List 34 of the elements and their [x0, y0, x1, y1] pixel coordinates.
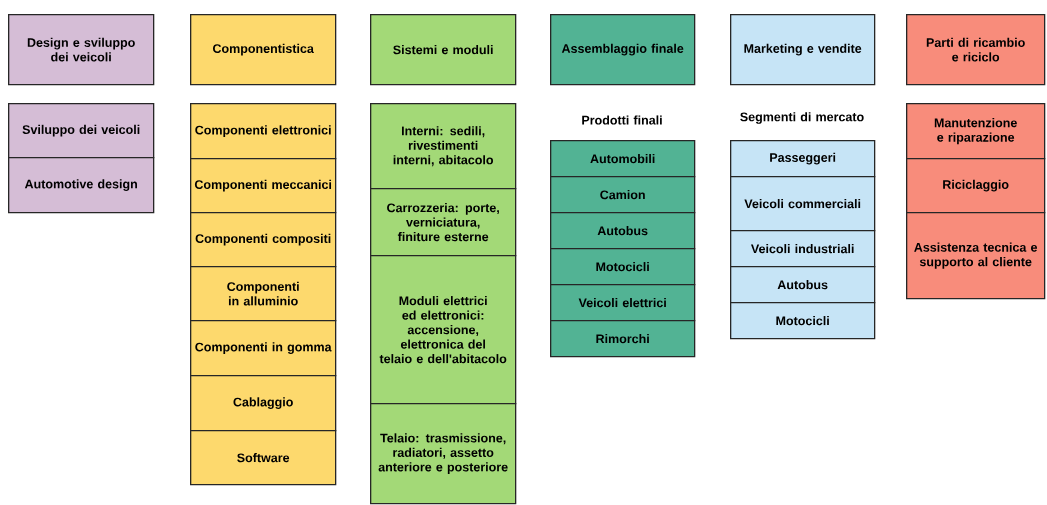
item-cell: Componenti meccanici: [190, 158, 337, 214]
item-cell: Componenti in gomma: [190, 320, 337, 377]
item-cell: Autobus: [730, 266, 876, 304]
item-cell: Motocicli: [550, 248, 696, 286]
item-cell: Carrozzeria: porte, verniciatura, finiture esterne: [370, 188, 517, 257]
item-cell: Passeggeri: [730, 140, 876, 178]
category-box: Sistemi e moduli: [370, 14, 517, 86]
category-box: Componentistica: [190, 14, 337, 86]
item-cell: Automotive design: [8, 157, 155, 214]
category-box: Assemblaggio finale: [550, 14, 696, 86]
item-cell: Telaio: trasmissione, radiatori, assetto anteriore e posteriore: [370, 403, 517, 505]
item-cell: Rimorchi: [550, 320, 696, 358]
item-cell: Software: [190, 430, 337, 486]
item-cell: Cablaggio: [190, 375, 337, 432]
item-cell: Veicoli elettrici: [550, 284, 696, 322]
category-box: Parti di ricambio e riciclo: [906, 14, 1046, 86]
item-cell: Componenti elettronici: [190, 103, 337, 160]
column-label: Prodotti finali: [582, 115, 662, 125]
column-label: Segmenti di mercato: [740, 112, 864, 124]
item-cell: Veicoli commerciali: [730, 176, 876, 232]
category-box: Design e sviluppo dei veicoli: [8, 14, 155, 86]
category-box: Marketing e vendite: [730, 14, 876, 86]
item-cell: Automobili: [550, 140, 696, 178]
item-cell: Sviluppo dei veicoli: [8, 103, 155, 159]
item-cell: Componenti compositi: [190, 212, 337, 268]
item-cell: Motocicli: [730, 302, 876, 340]
item-cell: Autobus: [550, 212, 696, 250]
item-cell: Veicoli industriali: [730, 230, 876, 268]
item-cell: Manutenzione e riparazione: [906, 103, 1046, 160]
item-cell: Componenti in alluminio: [190, 266, 337, 322]
item-cell: Interni: sedili, rivestimenti interni, abitacolo: [370, 103, 517, 190]
item-cell: Riciclaggio: [906, 158, 1046, 214]
item-cell: Assistenza tecnica e supporto al cliente: [906, 212, 1046, 300]
item-cell: Camion: [550, 176, 696, 214]
